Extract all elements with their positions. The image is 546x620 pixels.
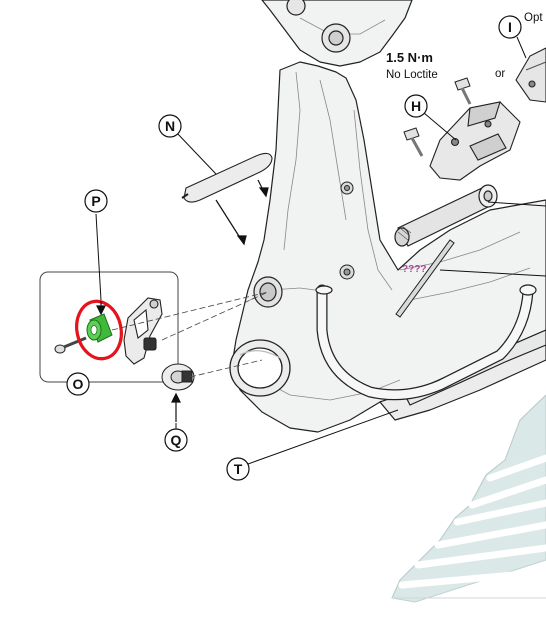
unknown-part-label: ???? (402, 264, 426, 275)
inset-bolt (54, 336, 87, 354)
callout-Q: Q (164, 428, 188, 452)
loctite-note-label: No Loctite (386, 69, 438, 81)
upper-pivot-bolts (286, 0, 351, 53)
callout-label-O: O (73, 376, 84, 392)
alignment-lines (111, 291, 269, 378)
callout-I: I (498, 15, 522, 39)
frame-detail-lines (249, 17, 531, 401)
torque-spec-label: 1.5 N·m (386, 50, 433, 65)
optional-clamp-part (515, 47, 546, 103)
seat-clamp-assembly (429, 101, 521, 181)
callout-label-T: T (234, 461, 243, 477)
hanger-link-part (123, 297, 163, 365)
washer-bolt (161, 363, 195, 391)
callout-label-N: N (165, 118, 175, 134)
callout-label-Q: Q (171, 432, 182, 448)
frame-bolts (339, 181, 355, 280)
opt-label: Opt (524, 12, 543, 24)
internal-cable-guide (315, 284, 537, 401)
callout-label-H: H (411, 98, 421, 114)
main-pivot-boss (253, 276, 283, 308)
callout-N: N (158, 114, 182, 138)
callout-label-I: I (508, 19, 512, 35)
callout-P: P (84, 189, 108, 213)
unknown-spindle-part (395, 239, 455, 318)
callout-T: T (226, 457, 250, 481)
callout-H: H (404, 94, 428, 118)
chainstay-cover-part (181, 152, 273, 203)
green-bushing-part (86, 313, 113, 343)
assembly-arrows (96, 179, 269, 422)
callout-O: O (66, 372, 90, 396)
callout-label-P: P (91, 193, 100, 209)
or-label: or (495, 68, 505, 80)
highlight-circle (75, 299, 123, 361)
clamp-bolts (403, 77, 472, 157)
fender-guard (391, 394, 546, 603)
bottom-bracket-shell (229, 339, 291, 397)
pivot-axle (394, 184, 498, 247)
